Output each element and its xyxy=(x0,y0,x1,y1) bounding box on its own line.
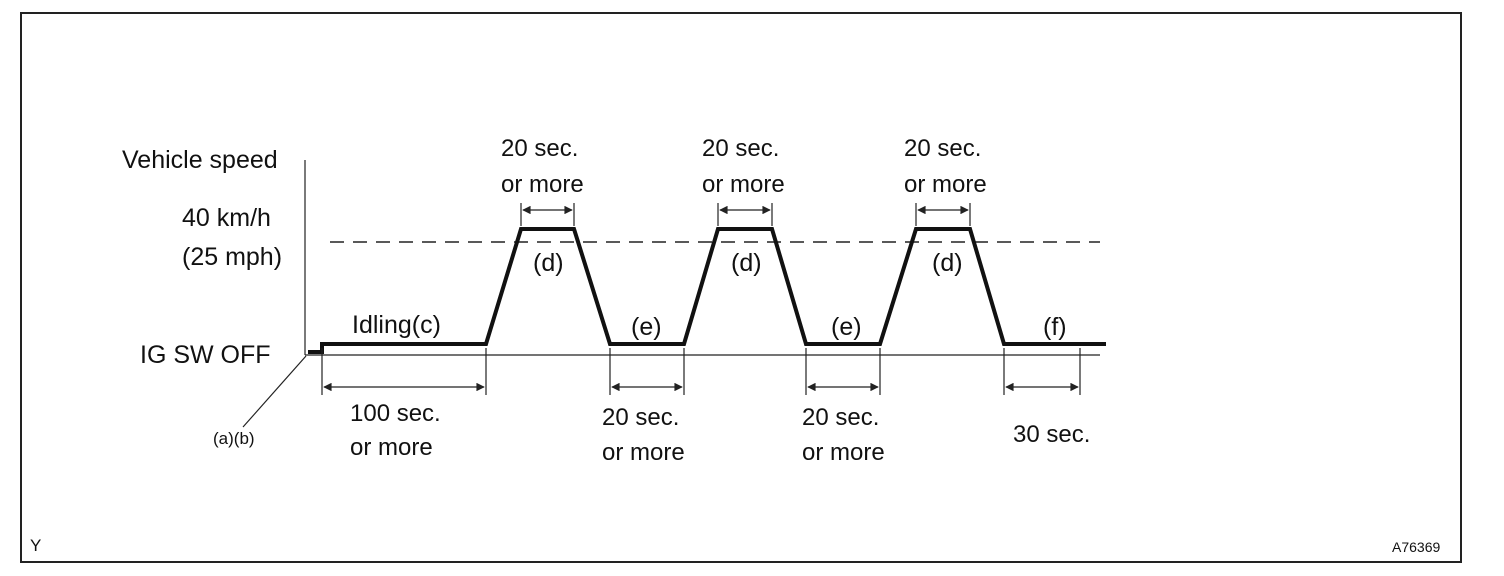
step-f-label: (f) xyxy=(1043,313,1067,341)
d1-duration-label: 20 sec. xyxy=(501,135,578,162)
e2-duration-sub: or more xyxy=(802,439,885,466)
f-duration-label: 30 sec. xyxy=(1013,421,1090,448)
e1-duration-label: 20 sec. xyxy=(602,404,679,431)
e2-duration-label: 20 sec. xyxy=(802,404,879,431)
d3-duration-label: 20 sec. xyxy=(904,135,981,162)
speed-profile-line xyxy=(308,227,1106,354)
step-d1-label: (d) xyxy=(533,249,564,277)
speed-mph-label: (25 mph) xyxy=(182,243,282,271)
ab-leader-line xyxy=(242,355,307,428)
d2-duration-label: 20 sec. xyxy=(702,135,779,162)
idle-duration-label: 100 sec. xyxy=(350,400,441,427)
speed-kmh-label: 40 km/h xyxy=(182,204,271,232)
d1-duration-sub: or more xyxy=(501,171,584,198)
idle-duration-sub: or more xyxy=(350,434,433,461)
baseline-label: IG SW OFF xyxy=(140,341,271,369)
step-e2-label: (e) xyxy=(831,313,862,341)
y-axis-label: Vehicle speed xyxy=(122,146,278,174)
d2-duration-sub: or more xyxy=(702,171,785,198)
step-d2-label: (d) xyxy=(731,249,762,277)
corner-mark-left: Y xyxy=(30,536,41,555)
step-idling-label: Idling(c) xyxy=(352,311,441,339)
d3-duration-sub: or more xyxy=(904,171,987,198)
step-d3-label: (d) xyxy=(932,249,963,277)
step-ab-label: (a)(b) xyxy=(213,429,255,448)
diagram-frame xyxy=(20,12,1462,563)
e1-duration-sub: or more xyxy=(602,439,685,466)
step-e1-label: (e) xyxy=(631,313,662,341)
figure-code: A76369 xyxy=(1392,539,1440,555)
